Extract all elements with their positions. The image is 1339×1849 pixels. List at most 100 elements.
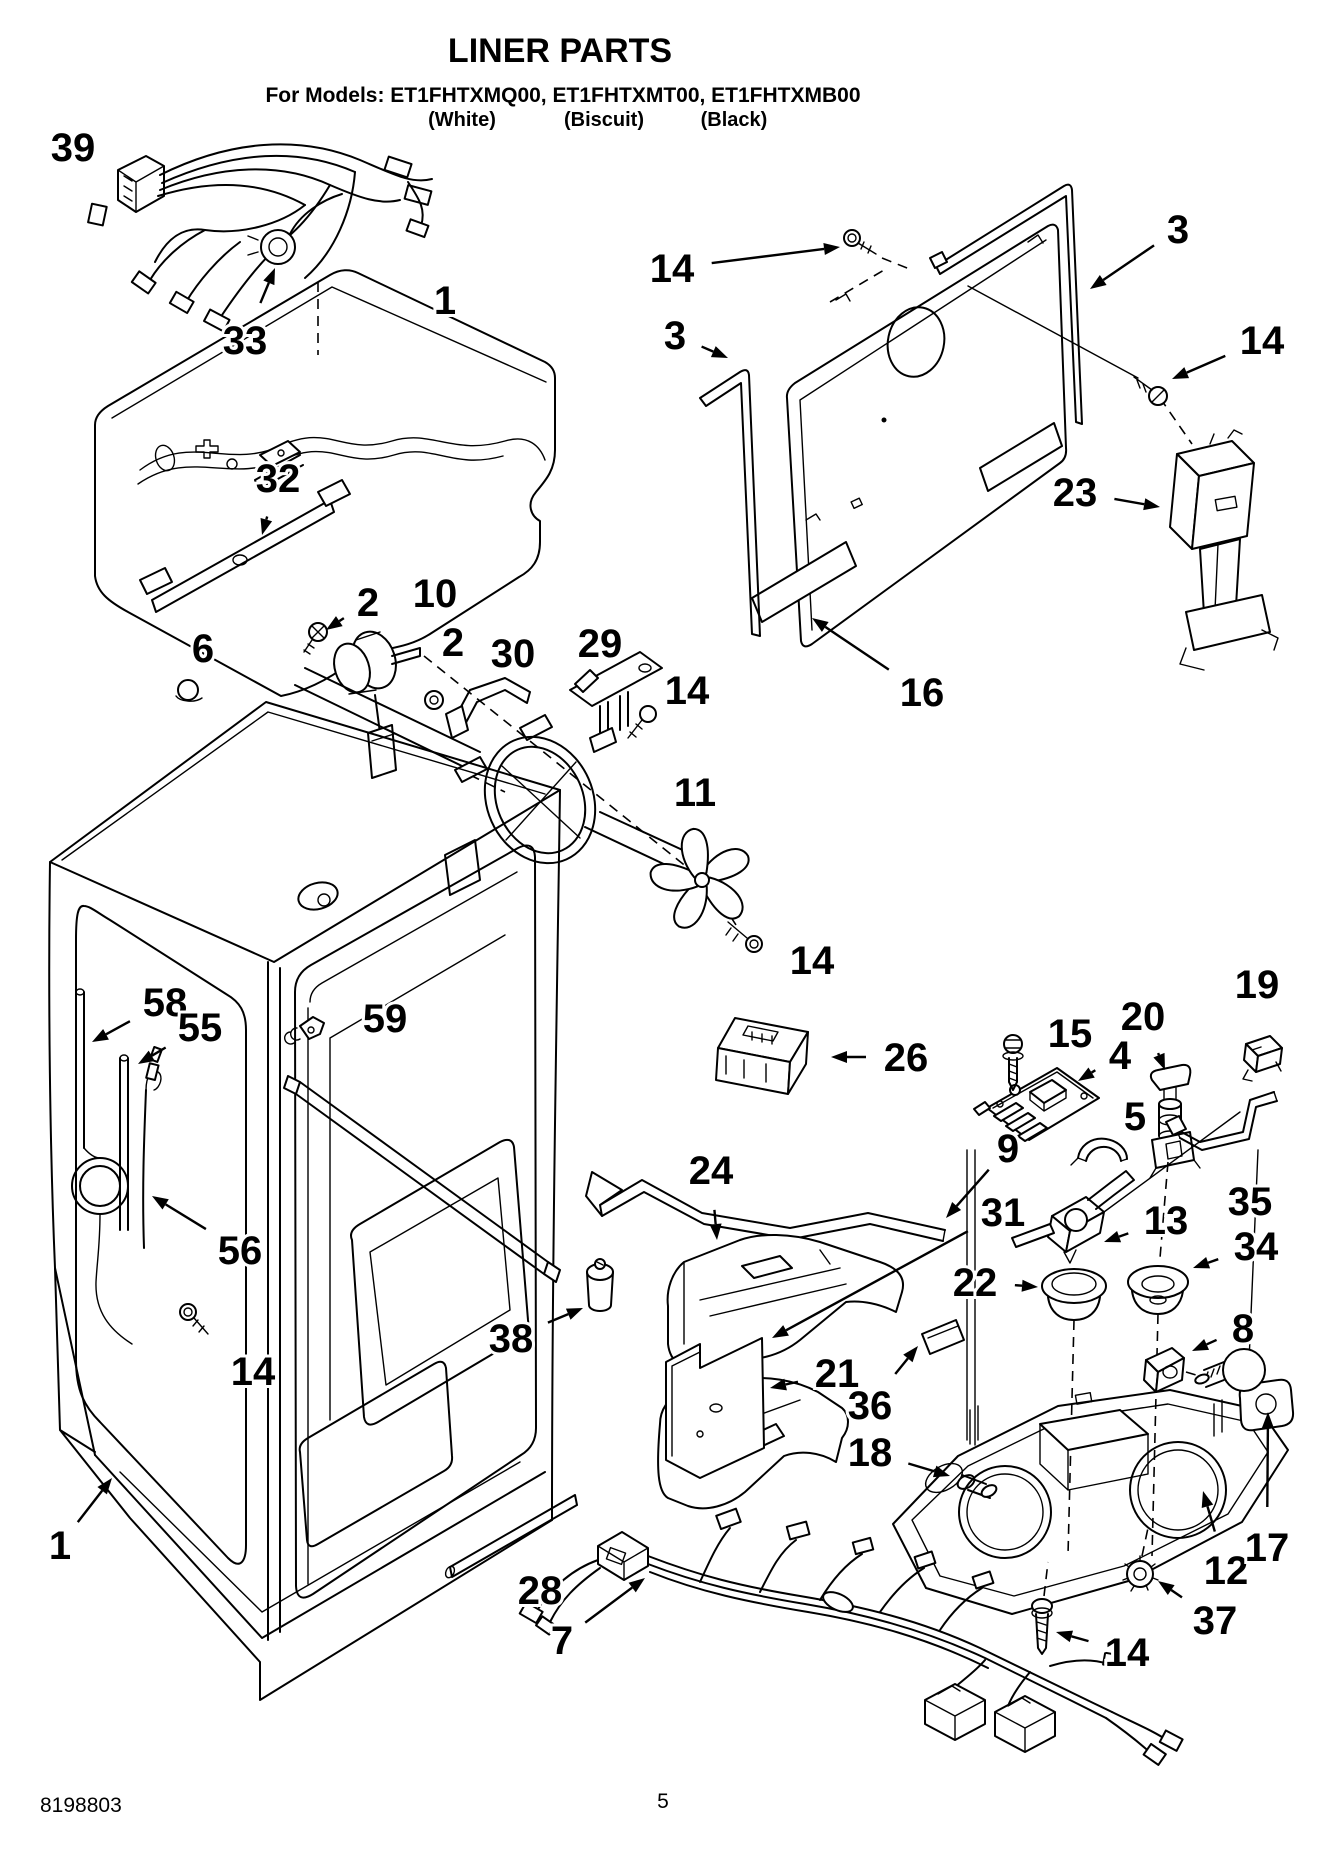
page-title: LINER PARTS xyxy=(448,32,672,70)
models-line: For Models: ET1FHTXMQ00, ET1FHTXMT00, ET… xyxy=(265,84,860,107)
footer-page-number: 5 xyxy=(657,1790,669,1813)
callout-18-41: 18 xyxy=(845,1428,950,1478)
callout-7-48: 7 xyxy=(548,1578,645,1666)
part-number-55: 55 xyxy=(178,1006,223,1050)
part-number-21: 21 xyxy=(815,1352,860,1396)
color-label-black: (Black) xyxy=(701,109,768,131)
callout-5-30: 5 xyxy=(1121,1092,1149,1142)
callout-14-23: 14 xyxy=(228,1347,279,1397)
callout-28-47: 28 xyxy=(515,1566,566,1616)
defrost-components xyxy=(585,1017,1283,1557)
part-number-14: 14 xyxy=(650,247,695,291)
part-number-14: 14 xyxy=(1105,1631,1150,1675)
callout-22-35: 22 xyxy=(950,1258,1038,1308)
part-number-14: 14 xyxy=(1240,319,1285,363)
callout-30-14: 30 xyxy=(488,629,539,679)
callout-4-27: 4 xyxy=(1078,1031,1135,1081)
callout-10-12: 10 xyxy=(410,569,461,619)
callout-29-15: 29 xyxy=(575,619,626,669)
part-number-6: 6 xyxy=(192,627,214,671)
footer-doc-number: 8198803 xyxy=(40,1794,122,1817)
color-label-biscuit: (Biscuit) xyxy=(564,109,644,131)
callout-6-10: 6 xyxy=(189,624,217,674)
callout-37-44: 37 xyxy=(1158,1581,1240,1646)
callout-33-1: 33 xyxy=(220,268,275,366)
callout-34-36: 34 xyxy=(1193,1222,1282,1272)
top-liner-panel-assembly xyxy=(94,269,763,953)
part-number-30: 30 xyxy=(491,632,536,676)
callout-14-16: 14 xyxy=(662,666,713,716)
part-number-56: 56 xyxy=(218,1229,263,1273)
part-number-10: 10 xyxy=(413,572,458,616)
part-number-3: 3 xyxy=(1167,208,1189,252)
part-number-38: 38 xyxy=(489,1317,534,1361)
callout-38-24: 38 xyxy=(486,1308,583,1364)
part-number-3: 3 xyxy=(664,314,686,358)
callout-58-19: 58 xyxy=(92,978,190,1042)
lower-wire-harness xyxy=(518,1507,1184,1766)
part-number-29: 29 xyxy=(578,622,623,666)
part-number-35: 35 xyxy=(1228,1180,1273,1224)
callout-14-3: 14 xyxy=(647,243,840,294)
part-number-13: 13 xyxy=(1144,1199,1189,1243)
part-number-11: 11 xyxy=(674,771,716,815)
callout-32-9: 32 xyxy=(253,454,303,535)
part-number-16: 16 xyxy=(900,671,945,715)
callout-15-26: 15 xyxy=(1045,1009,1096,1059)
part-number-37: 37 xyxy=(1193,1599,1238,1643)
callout-1-46: 1 xyxy=(46,1478,112,1571)
part-number-34: 34 xyxy=(1234,1225,1279,1269)
part-number-26: 26 xyxy=(884,1036,929,1080)
part-number-5: 5 xyxy=(1124,1095,1146,1139)
callout-59-21: 59 xyxy=(360,994,411,1044)
part-number-1: 1 xyxy=(49,1524,71,1568)
part-number-58: 58 xyxy=(143,981,188,1025)
part-number-20: 20 xyxy=(1121,995,1166,1039)
part-number-22: 22 xyxy=(953,1261,998,1305)
part-number-2: 2 xyxy=(357,581,379,625)
part-number-39: 39 xyxy=(51,126,96,170)
part-number-17: 17 xyxy=(1245,1526,1290,1570)
callout-21-39: 21 xyxy=(770,1349,862,1399)
color-label-white: (White) xyxy=(428,109,496,131)
fan-blade xyxy=(649,827,750,929)
back-panel-assembly xyxy=(699,183,1279,671)
part-number-12: 12 xyxy=(1204,1549,1249,1593)
part-number-8: 8 xyxy=(1232,1307,1254,1351)
drain-tray-assembly xyxy=(892,1347,1295,1655)
callout-12-42: 12 xyxy=(1201,1491,1251,1596)
callout-23-7: 23 xyxy=(1050,468,1160,518)
callout-3-4: 3 xyxy=(661,311,728,361)
part-number-23: 23 xyxy=(1053,471,1098,515)
callout-11-17: 11 xyxy=(671,768,719,818)
part-number-59: 59 xyxy=(363,997,408,1041)
callout-2-13: 2 xyxy=(439,618,467,668)
callout-13-33: 13 xyxy=(1104,1196,1191,1246)
callout-19-29: 19 xyxy=(1232,960,1283,1010)
part-number-19: 19 xyxy=(1235,963,1280,1007)
part-number-28: 28 xyxy=(518,1569,563,1613)
top-wire-harness xyxy=(87,143,433,333)
part-number-24: 24 xyxy=(689,1149,734,1193)
part-number-1: 1 xyxy=(434,279,456,323)
liner-cabinet xyxy=(48,701,614,1701)
callout-36-40: 36 xyxy=(845,1346,918,1431)
callout-8-37: 8 xyxy=(1192,1304,1257,1354)
part-number-36: 36 xyxy=(848,1384,893,1428)
part-number-14: 14 xyxy=(665,669,710,713)
part-number-15: 15 xyxy=(1048,1012,1093,1056)
callout-20-28: 20 xyxy=(1118,992,1168,1070)
callout-39-0: 39 xyxy=(48,123,99,173)
callout-14-45: 14 xyxy=(1056,1628,1153,1678)
callout-26-25: 26 xyxy=(831,1033,931,1083)
callout-16-8: 16 xyxy=(812,618,947,718)
callout-31-32: 31 xyxy=(772,1188,1028,1338)
callout-17-43: 17 xyxy=(1242,1412,1292,1573)
part-number-2: 2 xyxy=(442,621,464,665)
callout-55-20: 55 xyxy=(138,1003,225,1064)
part-number-31: 31 xyxy=(981,1191,1026,1235)
callout-3-5: 3 xyxy=(1090,205,1192,289)
